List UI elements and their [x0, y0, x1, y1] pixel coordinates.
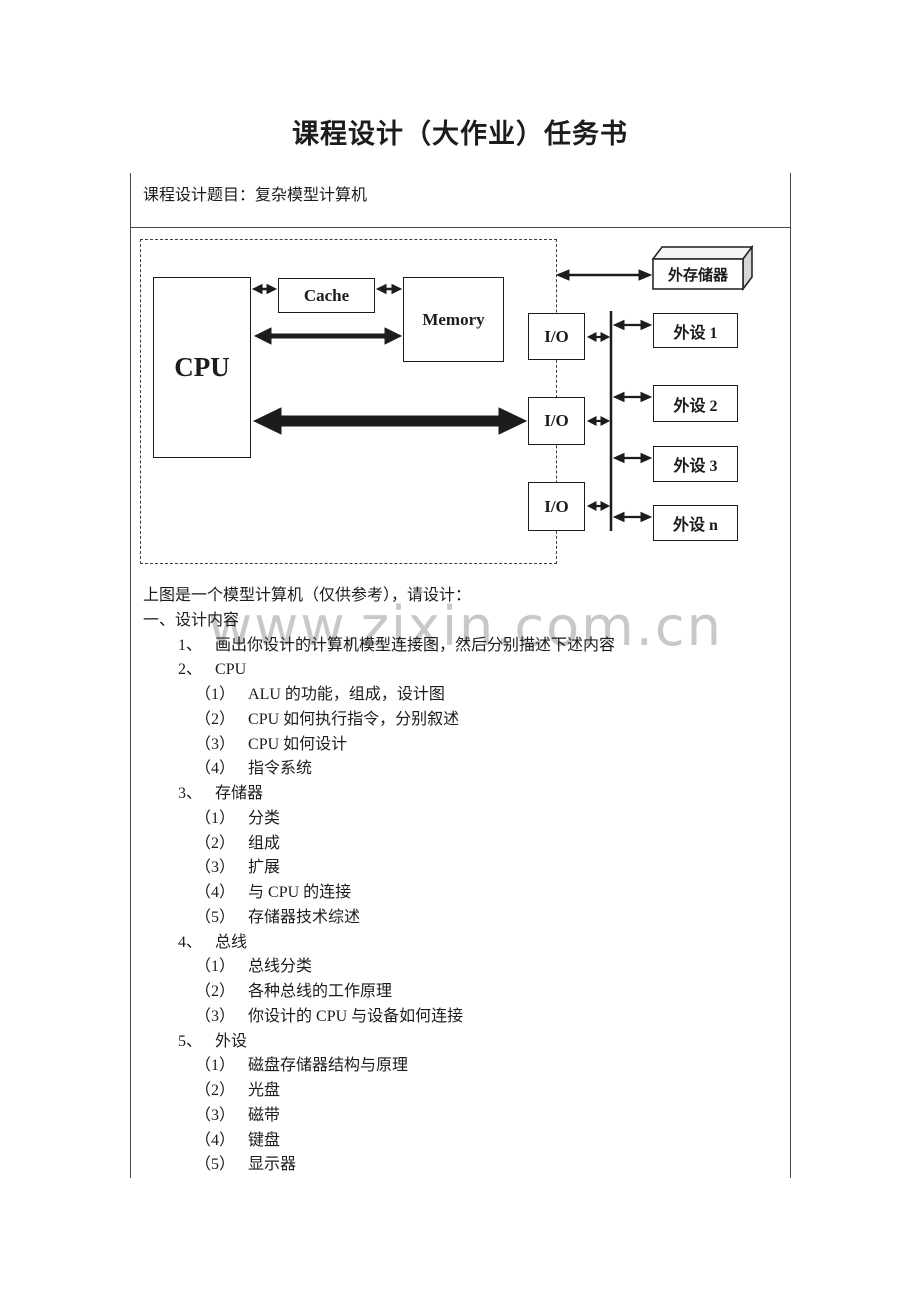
line-number: （5）: [195, 1156, 236, 1174]
line-text: 总线分类: [248, 958, 313, 976]
line-text: 各种总线的工作原理: [248, 983, 393, 1000]
line-text: 磁盘存储器结构与原理: [248, 1057, 409, 1075]
line-number: （2）: [195, 983, 236, 1000]
content-line: 上图是一个模型计算机（仅供参考），请设计：: [131, 584, 791, 609]
content-line: （1） ALU 的功能，组成，设计图: [131, 683, 791, 708]
peripheraln-label: 外设 n: [673, 517, 718, 534]
line-number: （3）: [195, 1007, 236, 1025]
content-line: 1、画出你设计的计算机模型连接图，然后分别描述下述内容: [131, 634, 791, 659]
line-number: （1）: [195, 1057, 236, 1075]
table-frame: [130, 173, 791, 1178]
content-line: （3） 磁带: [131, 1104, 791, 1129]
content-line: （5） 显示器: [131, 1153, 791, 1178]
line-text: 外设: [215, 1032, 248, 1050]
line-number: 3、: [178, 785, 203, 802]
line-text: 分类: [248, 809, 281, 827]
line-text: 与 CPU 的连接: [248, 884, 352, 901]
line-number: （4）: [195, 760, 236, 778]
content-line: （4） 键盘: [131, 1129, 791, 1154]
content-line: （1） 分类: [131, 807, 791, 832]
watermark-text: www.zixin.com.cn: [208, 595, 723, 658]
course-design-topic: 课程设计题目：复杂模型计算机: [143, 187, 368, 204]
line-number: （2）: [195, 834, 236, 852]
content-line: （3） 扩展: [131, 856, 791, 881]
peripheral1-label: 外设 1: [673, 324, 718, 342]
line-number: （3）: [195, 735, 236, 753]
content-line: 3、存储器: [131, 782, 791, 807]
table-row-separator: [130, 227, 791, 228]
content-line: （1） 磁盘存储器结构与原理: [131, 1054, 791, 1079]
content-line: （5） 存储器技术综述: [131, 906, 791, 931]
content-line: （2） 光盘: [131, 1079, 791, 1104]
content-line: 一、设计内容: [131, 609, 791, 634]
line-number: （1）: [195, 686, 236, 703]
cache-box: Cache: [278, 278, 375, 313]
content-line: 2、 CPU: [131, 658, 791, 683]
content-line: （4） 指令系统: [131, 757, 791, 782]
line-text: CPU 如何执行指令，分别叙述: [248, 710, 460, 728]
content-line: （3） 你设计的 CPU 与设备如何连接: [131, 1005, 791, 1030]
line-text: 键盘: [248, 1131, 281, 1149]
line-number: （4）: [195, 884, 236, 901]
line-text: 磁带: [248, 1106, 281, 1124]
io3-label: I/O: [544, 496, 569, 516]
io1-label: I/O: [544, 326, 569, 346]
line-number: 5、: [178, 1032, 203, 1050]
line-text: CPU 如何设计: [248, 735, 348, 753]
io-box-3: I/O: [528, 482, 585, 531]
line-text: 上图是一个模型计算机（仅供参考），请设计：: [143, 587, 472, 604]
peripheral-box-2: 外设 2: [653, 385, 738, 422]
peripheral-box-3: 外设 3: [653, 446, 738, 482]
line-text: 扩展: [248, 859, 281, 877]
line-number: （5）: [195, 908, 236, 926]
line-number: （2）: [195, 1082, 236, 1099]
io2-label: I/O: [544, 411, 569, 430]
content-line: 4、总线: [131, 931, 791, 956]
line-text: 组成: [248, 834, 281, 852]
line-text: 一、设计内容: [143, 611, 240, 629]
external-storage-label: 外存储器: [667, 267, 728, 284]
line-text: 光盘: [248, 1082, 281, 1099]
line-text: 指令系统: [248, 760, 313, 778]
line-number: （4）: [195, 1131, 236, 1149]
peripheral-box-n: 外设 n: [653, 505, 738, 541]
memory-label: Memory: [422, 309, 485, 329]
line-number: 1、: [178, 636, 203, 654]
memory-box: Memory: [403, 277, 504, 362]
peripheral-box-1: 外设 1: [653, 313, 738, 348]
cpu-label: CPU: [174, 352, 230, 382]
content-line: （1） 总线分类: [131, 955, 791, 980]
line-text: CPU: [215, 661, 247, 679]
line-number: （1）: [195, 958, 236, 976]
content-line: 5、外设: [131, 1030, 791, 1055]
line-text: 你设计的 CPU 与设备如何连接: [248, 1007, 464, 1025]
line-number: 2、: [178, 661, 203, 679]
content-line: （2） 各种总线的工作原理: [131, 980, 791, 1005]
content-line: （4） 与 CPU 的连接: [131, 881, 791, 906]
line-text: 画出你设计的计算机模型连接图，然后分别描述下述内容: [215, 636, 616, 654]
line-number: 4、: [178, 933, 203, 951]
peripheral3-label: 外设 3: [673, 458, 718, 475]
content-line: （3） CPU 如何设计: [131, 733, 791, 758]
cache-label: Cache: [303, 285, 350, 305]
line-text: 存储器: [215, 785, 264, 802]
cpu-box: CPU: [153, 277, 251, 458]
content-line: （2） CPU 如何执行指令，分别叙述: [131, 708, 791, 733]
content-lines: 上图是一个模型计算机（仅供参考），请设计： 一、设计内容 1、画出你设计的计算机模型…: [131, 584, 791, 1178]
peripheral2-label: 外设 2: [673, 397, 718, 415]
page-title: 课程设计（大作业）任务书: [292, 119, 628, 149]
io-box-1: I/O: [528, 313, 585, 360]
line-text: 显示器: [248, 1156, 297, 1174]
line-number: （3）: [195, 1106, 236, 1124]
line-number: （3）: [195, 859, 236, 877]
line-text: ALU 的功能，组成，设计图: [248, 686, 445, 703]
line-text: 存储器技术综述: [248, 908, 361, 926]
line-number: （1）: [195, 809, 236, 827]
line-text: 总线: [215, 933, 248, 951]
io-box-2: I/O: [528, 397, 585, 445]
line-number: （2）: [195, 710, 236, 728]
content-line: （2） 组成: [131, 832, 791, 857]
